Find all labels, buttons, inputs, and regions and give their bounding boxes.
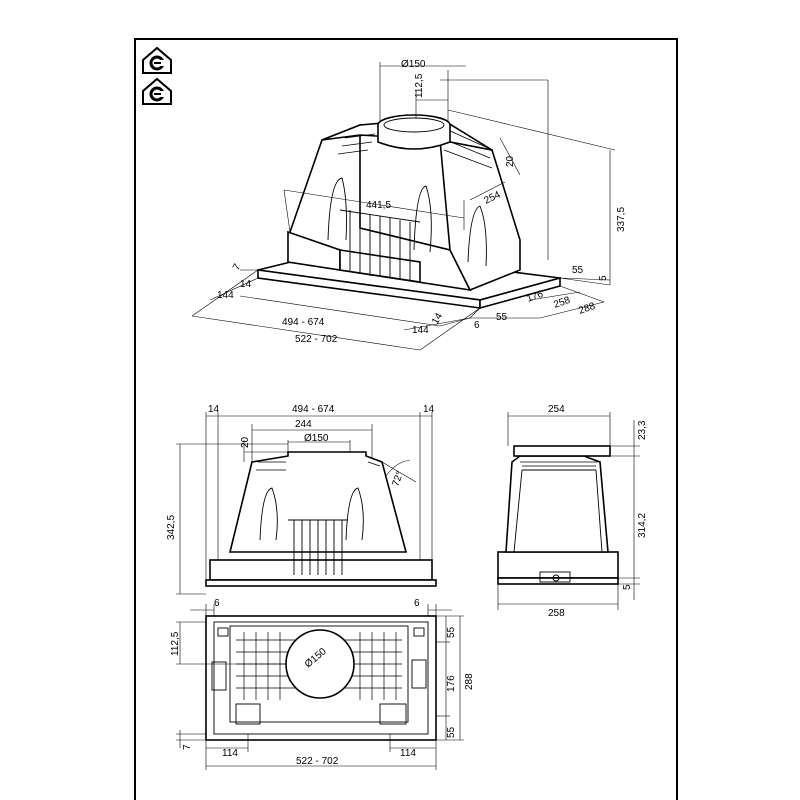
top-left-6-label: 6 (214, 598, 220, 609)
house-ce-mark-icon (142, 46, 172, 74)
top-right-114-label: 114 (400, 748, 416, 759)
front-duct-diameter-label: Ø150 (304, 433, 329, 444)
front-right-14-label: 14 (423, 404, 435, 415)
isometric-view: Ø150 112,5 20 337,5 441,5 254 7 14 144 4… (191, 59, 627, 351)
top-right-55b-label: 55 (446, 726, 457, 738)
side-height-label: 314,2 (637, 513, 648, 538)
house-ce-mark-icon (142, 77, 172, 105)
iso-flange-height-label: 20 (505, 155, 516, 167)
drawing-frame (134, 38, 678, 800)
front-angle-label: 72° (390, 470, 406, 488)
top-left-114-label: 114 (222, 748, 238, 759)
iso-outer-range-label: 522 - 702 (295, 334, 338, 345)
iso-left-144-label: 144 (217, 290, 234, 301)
top-overall-288-label: 288 (464, 673, 475, 690)
top-right-176-label: 176 (446, 675, 457, 692)
front-duct-span-label: 244 (295, 419, 312, 430)
top-right-55a-label: 55 (446, 626, 457, 638)
front-height-label: 342,5 (166, 515, 177, 540)
iso-front-144-label: 144 (412, 325, 429, 336)
iso-duct-diameter-label: Ø150 (401, 59, 426, 70)
side-top-label: 23,3 (637, 420, 648, 440)
iso-left-14-label: 14 (240, 279, 252, 290)
top-right-6-label: 6 (414, 598, 420, 609)
top-outer-range-label: 522 - 702 (296, 756, 339, 767)
top-duct-offset-label: 112,5 (170, 631, 181, 656)
iso-width-range-label: 494 - 674 (282, 317, 325, 328)
iso-side-258-label: 258 (552, 295, 572, 311)
iso-side-5-label: 5 (598, 275, 609, 281)
side-view: 254 23,3 314,2 5 258 (497, 404, 648, 619)
iso-side-55b-label: 55 (496, 312, 508, 323)
iso-left-small-label: 7 (231, 262, 244, 273)
iso-duct-offset-label: 112,5 (414, 73, 425, 98)
front-flange-label: 20 (240, 436, 251, 448)
iso-side-288-label: 288 (577, 301, 597, 317)
front-left-14-label: 14 (208, 404, 220, 415)
iso-total-height-label: 337,5 (616, 207, 627, 232)
iso-front-14-label: 14 (430, 311, 445, 327)
side-bottom-label: 5 (622, 584, 633, 590)
side-depth-label: 254 (548, 404, 565, 415)
top-edge-7-label: 7 (182, 744, 193, 750)
iso-front-6-label: 6 (474, 320, 480, 331)
front-view: 14 494 - 674 14 244 20 Ø150 72° 342,5 (166, 404, 437, 595)
side-base-depth-label: 258 (548, 608, 565, 619)
iso-side-55a-label: 55 (572, 265, 584, 276)
iso-inner-width-label: 441,5 (366, 200, 391, 211)
front-width-range-label: 494 - 674 (292, 404, 335, 415)
top-view: 6 6 112,5 Ø150 7 114 114 522 - 702 55 17… (170, 598, 475, 770)
